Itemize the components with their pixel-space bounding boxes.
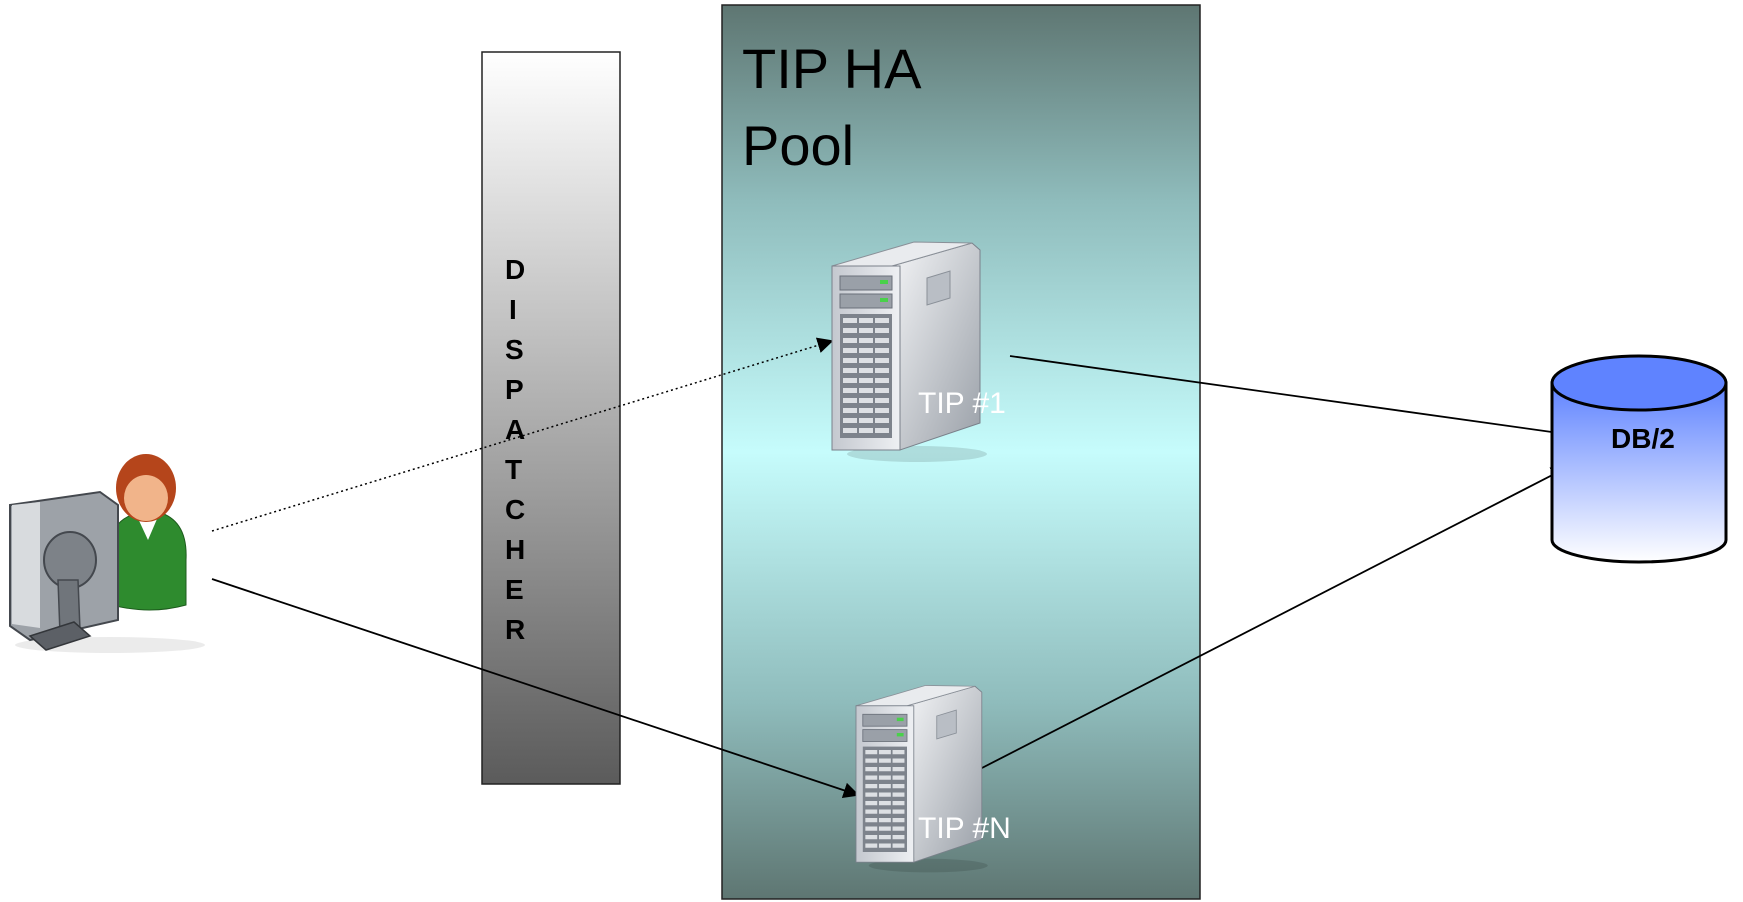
dispatcher-bar	[481, 51, 621, 785]
user-to-tip1-dotted-arrow	[211, 337, 834, 532]
pool-title-line1: TIP HA	[742, 37, 922, 100]
dispatcher-letter: I	[509, 294, 517, 325]
server-tower-icon	[831, 241, 988, 463]
server-tip-1: TIP #1	[831, 241, 1006, 463]
database-label: DB/2	[1611, 423, 1675, 454]
dispatcher-letter: T	[505, 454, 522, 485]
dispatcher-letter: D	[505, 254, 525, 285]
server-tip-n: TIP #N	[855, 684, 1011, 873]
dispatcher-label: D I S P A T C H E R	[505, 254, 525, 645]
dispatcher-letter: S	[505, 334, 524, 365]
dispatcher-letter: E	[505, 574, 524, 605]
user-at-computer-icon	[9, 454, 205, 653]
user-to-tipn-arrow	[211, 578, 860, 799]
dispatcher-letter: C	[505, 494, 525, 525]
dispatcher-letter: R	[505, 614, 525, 645]
dispatcher-letter: H	[505, 534, 525, 565]
dispatcher-letter: P	[505, 374, 524, 405]
pool-title-line2: Pool	[742, 114, 854, 177]
server-label: TIP #N	[918, 812, 1011, 845]
dispatcher: D I S P A T C H E R	[481, 51, 621, 785]
dispatcher-letter: A	[505, 414, 525, 445]
database-cylinder-icon	[1550, 354, 1728, 564]
connectors	[211, 337, 1568, 799]
tip1-to-db-arrow	[1009, 355, 1568, 440]
database-db2: DB/2	[1550, 354, 1728, 564]
tipn-to-db-arrow	[977, 467, 1568, 771]
server-label: TIP #1	[918, 387, 1006, 420]
